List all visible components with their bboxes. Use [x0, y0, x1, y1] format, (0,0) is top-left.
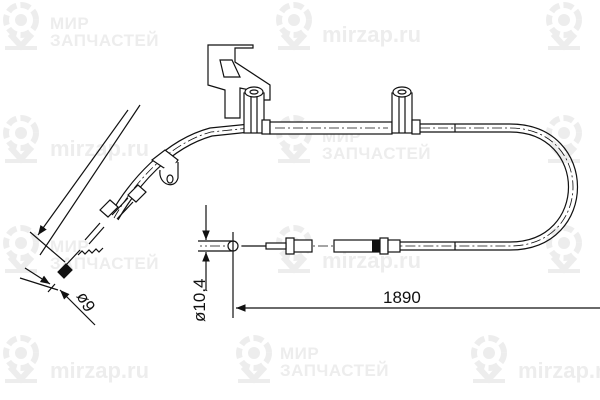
dimension-length [232, 232, 600, 318]
watermark-logo-icon [2, 225, 40, 275]
watermark-logo-icon [2, 335, 40, 385]
watermark-logo-icon [470, 335, 508, 385]
watermark-logo-icon [2, 2, 40, 52]
cable-clamp-1 [243, 86, 271, 135]
watermark-domain: mirzap.ru [322, 22, 422, 47]
cable-clamp-2 [391, 86, 421, 135]
cable-sheath [109, 123, 579, 251]
watermark-domain: mirzap.ru [322, 248, 422, 273]
dimension-diameter-10-4 [198, 205, 232, 290]
end-diameter-label: ø9 [73, 289, 99, 316]
dimension-diameter-9 [19, 104, 141, 326]
watermark-domain: mirzap.ru [50, 136, 150, 161]
watermark-domain: mirzap.ru [50, 358, 150, 383]
watermark-brand: МИР ЗАПЧАСТЕЙ [50, 14, 160, 50]
watermark-logo-icon [235, 335, 273, 385]
watermark-brand: МИР ЗАПЧАСТЕЙ [280, 344, 390, 380]
grommet-eye [150, 149, 179, 186]
watermark-logo-icon [2, 115, 40, 165]
length-label: 1890 [383, 288, 421, 307]
watermark-domain: mirzap.ru [518, 358, 600, 383]
watermark-logo-icon [275, 2, 313, 52]
watermark-logo-icon [545, 225, 583, 275]
watermark-logo-icon [545, 2, 583, 52]
outer-diameter-label: ø10,4 [190, 279, 209, 322]
left-end-fitting [57, 184, 147, 279]
